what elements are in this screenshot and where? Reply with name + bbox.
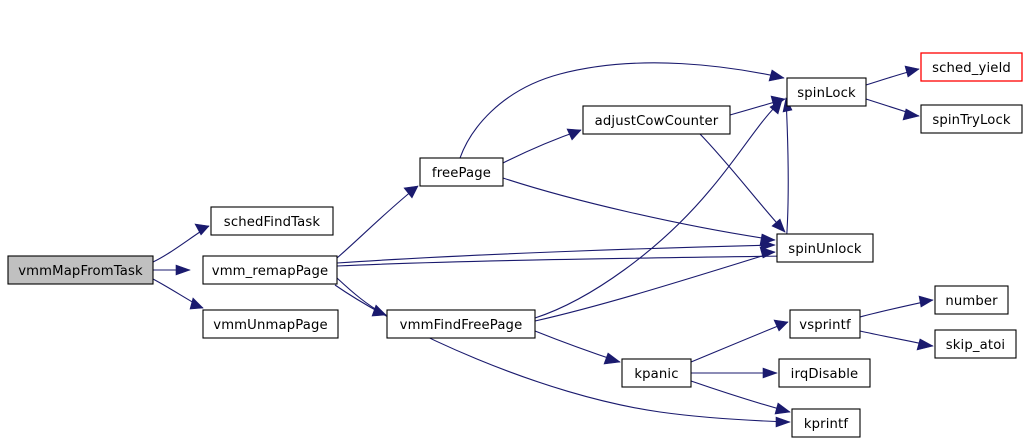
- edge-vmmMapFromTask-to-vmm_remapPage: [153, 264, 191, 276]
- arrow-head-icon: [194, 223, 210, 236]
- edge-kpanic-to-vsprintf: [690, 319, 789, 363]
- node-label-adjustCowCounter: adjustCowCounter: [595, 114, 719, 129]
- edge-layer: [152, 62, 934, 428]
- edge-vmm_remapPage-to-vmmFindFreePage: [336, 277, 387, 317]
- node-label-kpanic: kpanic: [634, 367, 678, 382]
- node-irqDisable[interactable]: irqDisable: [778, 358, 871, 388]
- arrow-head-icon: [769, 99, 783, 115]
- node-adjustCowCounter[interactable]: adjustCowCounter: [582, 105, 731, 135]
- node-number[interactable]: number: [934, 285, 1009, 315]
- arrow-head-icon: [774, 402, 791, 415]
- node-box-freePage[interactable]: [419, 157, 504, 187]
- node-vmmMapFromTask[interactable]: vmmMapFromTask: [7, 255, 154, 285]
- arrow-head-icon: [759, 246, 776, 259]
- arrow-head-icon: [904, 65, 920, 78]
- arrow-head-icon: [771, 218, 786, 233]
- node-vmmUnmapPage[interactable]: vmmUnmapPage: [202, 309, 339, 339]
- node-label-vmmMapFromTask: vmmMapFromTask: [18, 264, 143, 279]
- edge-kpanic-to-kprintf: [690, 380, 791, 415]
- node-kprintf[interactable]: kprintf: [791, 408, 861, 438]
- node-label-vsprintf: vsprintf: [799, 318, 851, 333]
- node-box-spinUnlock[interactable]: [776, 233, 874, 263]
- node-box-spinLock[interactable]: [786, 77, 867, 107]
- node-freePage[interactable]: freePage: [419, 157, 504, 187]
- edge-vmm_remapPage-to-kprintf: [334, 284, 791, 428]
- node-vmmFindFreePage[interactable]: vmmFindFreePage: [386, 309, 536, 339]
- node-box-vmmUnmapPage[interactable]: [202, 309, 339, 339]
- node-schedFindTask[interactable]: schedFindTask: [210, 206, 334, 236]
- arrow-head-icon: [768, 69, 785, 82]
- node-box-vmmFindFreePage[interactable]: [386, 309, 536, 339]
- node-box-number[interactable]: [934, 285, 1009, 315]
- node-box-vmmMapFromTask[interactable]: [7, 255, 154, 285]
- node-box-vsprintf[interactable]: [789, 309, 861, 339]
- node-spinTryLock[interactable]: spinTryLock: [920, 104, 1023, 134]
- node-label-irqDisable: irqDisable: [791, 367, 859, 382]
- node-box-kprintf[interactable]: [791, 408, 861, 438]
- node-label-spinLock: spinLock: [797, 86, 856, 101]
- node-box-skip_atoi[interactable]: [934, 329, 1017, 359]
- node-skip_atoi[interactable]: skip_atoi: [934, 329, 1017, 359]
- edge-vmmFindFreePage-to-spinUnlock: [534, 246, 776, 322]
- arrow-head-icon: [918, 295, 934, 308]
- node-label-spinTryLock: spinTryLock: [932, 113, 1011, 128]
- node-box-irqDisable[interactable]: [778, 358, 871, 388]
- arrow-head-icon: [189, 297, 204, 310]
- arrow-head-icon: [566, 128, 582, 141]
- node-box-vmm_remapPage[interactable]: [202, 255, 338, 285]
- node-vmm_remapPage[interactable]: vmm_remapPage: [202, 255, 338, 285]
- node-label-skip_atoi: skip_atoi: [946, 338, 1005, 353]
- arrow-head-icon: [773, 319, 789, 332]
- node-box-sched_yield[interactable]: [920, 52, 1023, 82]
- arrow-head-icon: [775, 416, 791, 428]
- arrow-head-icon: [902, 108, 920, 121]
- arrow-head-icon: [603, 352, 621, 365]
- node-label-freePage: freePage: [432, 166, 491, 181]
- arrow-head-icon: [403, 185, 419, 199]
- edge-vmmMapFromTask-to-schedFindTask: [152, 223, 210, 263]
- node-spinLock[interactable]: spinLock: [786, 77, 867, 107]
- node-box-schedFindTask[interactable]: [210, 206, 334, 236]
- edge-adjustCowCounter-to-spinUnlock: [699, 133, 786, 233]
- edge-vmmFindFreePage-to-spinLock: [534, 99, 783, 319]
- node-label-kprintf: kprintf: [804, 417, 849, 432]
- node-label-schedFindTask: schedFindTask: [224, 215, 321, 230]
- edge-spinLock-to-sched_yield: [865, 65, 920, 86]
- node-sched_yield[interactable]: sched_yield: [920, 52, 1023, 82]
- node-layer: vmmMapFromTask schedFindTask vmm_remapPage…: [7, 52, 1023, 438]
- arrow-head-icon: [762, 367, 778, 379]
- arrow-head-icon: [916, 338, 934, 351]
- edge-kpanic-to-irqDisable: [691, 367, 778, 379]
- edge-freePage-to-spinLock: [459, 62, 785, 159]
- edge-vmmMapFromTask-to-vmmUnmapPage: [152, 278, 204, 310]
- arrow-head-icon: [175, 264, 191, 276]
- edge-vmmFindFreePage-to-kpanic: [534, 330, 621, 365]
- edge-vmm_remapPage-to-freePage: [336, 185, 419, 259]
- edge-vsprintf-to-number: [859, 295, 934, 318]
- node-label-vmmFindFreePage: vmmFindFreePage: [400, 318, 523, 333]
- node-label-vmm_remapPage: vmm_remapPage: [212, 264, 329, 279]
- node-label-number: number: [945, 294, 998, 309]
- edge-freePage-to-spinUnlock: [502, 177, 776, 246]
- edge-freePage-to-adjustCowCounter: [502, 128, 582, 164]
- edge-spinLock-to-spinTryLock: [865, 98, 920, 121]
- node-label-vmmUnmapPage: vmmUnmapPage: [213, 318, 328, 333]
- node-label-spinUnlock: spinUnlock: [788, 242, 862, 257]
- node-label-sched_yield: sched_yield: [932, 61, 1011, 76]
- edge-vsprintf-to-skip_atoi: [859, 330, 934, 351]
- node-box-adjustCowCounter[interactable]: [582, 105, 731, 135]
- node-kpanic[interactable]: kpanic: [621, 358, 692, 388]
- arrow-head-icon: [759, 233, 776, 246]
- node-spinUnlock[interactable]: spinUnlock: [776, 233, 874, 263]
- arrow-head-icon: [371, 304, 387, 317]
- node-box-kpanic[interactable]: [621, 358, 692, 388]
- node-box-spinTryLock[interactable]: [920, 104, 1023, 134]
- node-vsprintf[interactable]: vsprintf: [789, 309, 861, 339]
